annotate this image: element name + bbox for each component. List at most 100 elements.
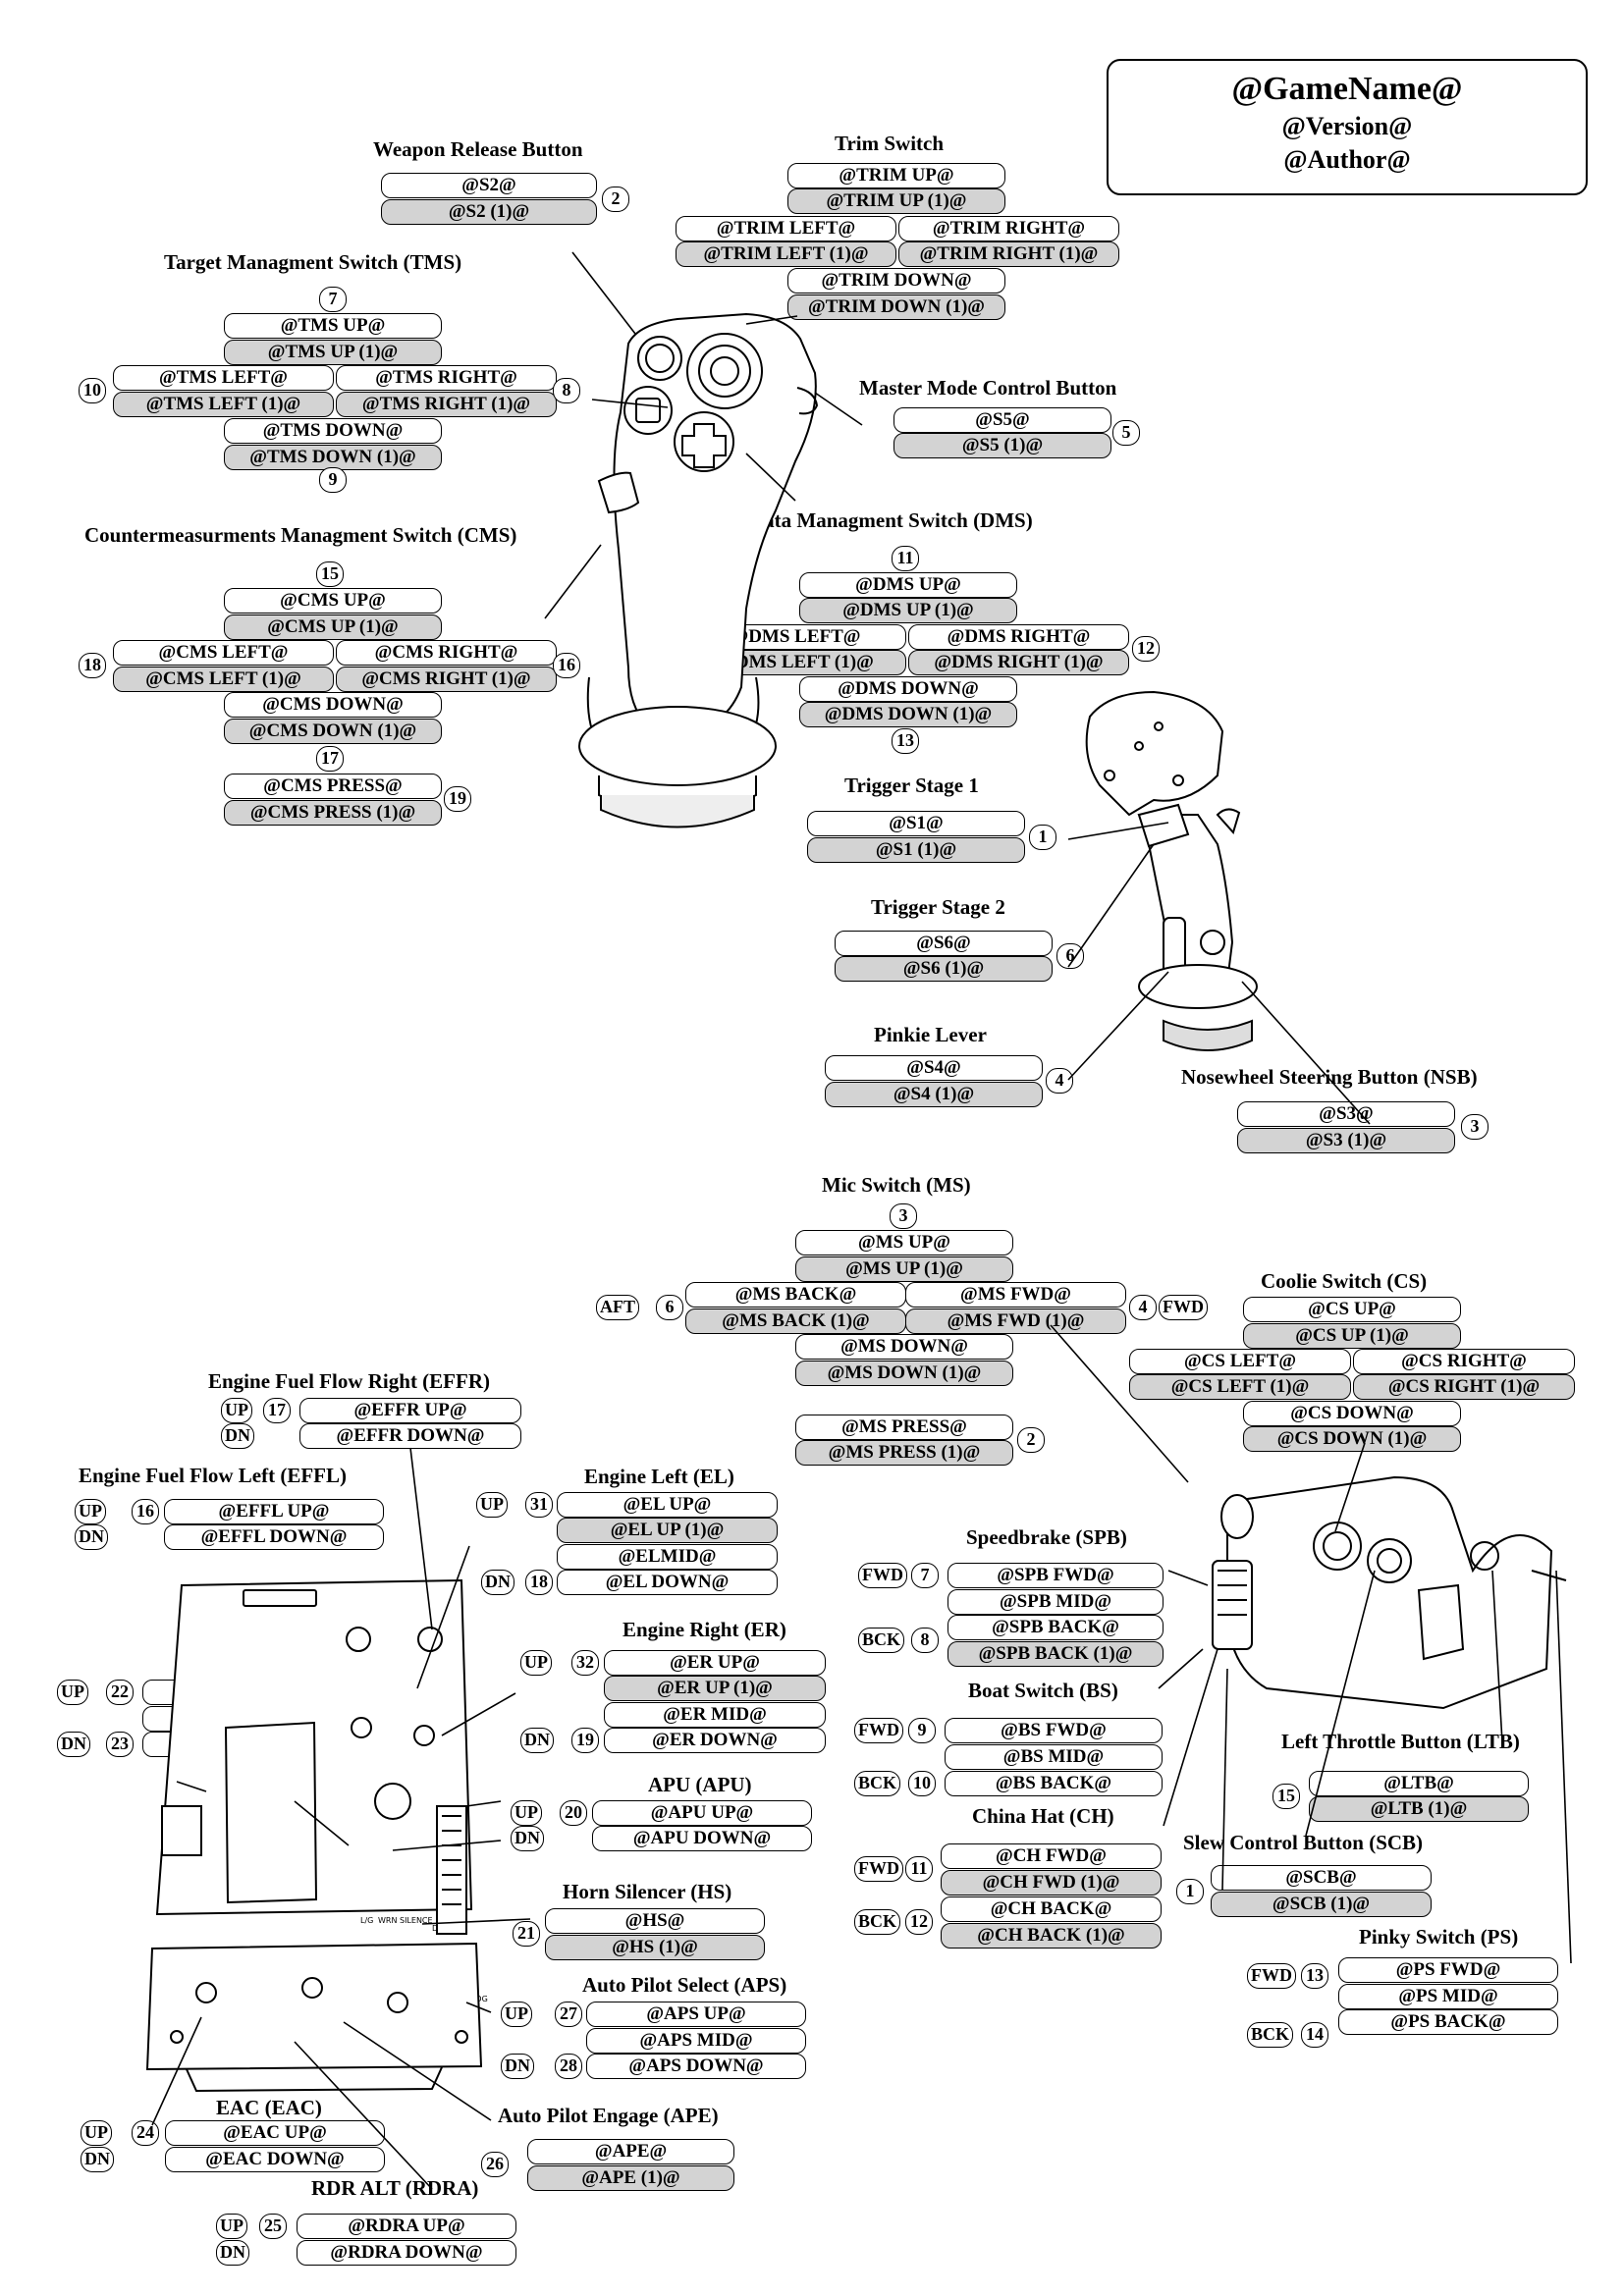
- binding-field-effr-up[interactable]: @EFFR UP@: [299, 1398, 521, 1423]
- binding-field-bs-fwd[interactable]: @BS FWD@: [945, 1718, 1163, 1743]
- binding-field-rdra-down[interactable]: @RDRA DOWN@: [297, 2240, 516, 2266]
- binding-field-cms-down[interactable]: @CMS DOWN@: [224, 692, 442, 718]
- binding-field-rdra-up[interactable]: @RDRA UP@: [297, 2214, 516, 2239]
- binding-field-ps-mid[interactable]: @PS MID@: [1338, 1984, 1558, 2009]
- binding-field-cms-left[interactable]: @CMS LEFT@: [113, 640, 334, 666]
- binding-field-er-down[interactable]: @ER DOWN@: [604, 1728, 826, 1753]
- binding-field-ms-up-1[interactable]: @MS UP (1)@: [795, 1256, 1013, 1282]
- binding-field-ltb-1[interactable]: @LTB (1)@: [1309, 1796, 1529, 1822]
- binding-field-dms-down[interactable]: @DMS DOWN@: [799, 676, 1017, 702]
- binding-field-tms-down[interactable]: @TMS DOWN@: [224, 418, 442, 444]
- binding-field-s6-1[interactable]: @S6 (1)@: [835, 956, 1053, 982]
- binding-field-er-up-1[interactable]: @ER UP (1)@: [604, 1676, 826, 1701]
- binding-field-aps-mid[interactable]: @APS MID@: [586, 2028, 806, 2054]
- binding-field-trim-left[interactable]: @TRIM LEFT@: [676, 216, 896, 241]
- binding-field-s6[interactable]: @S6@: [835, 931, 1053, 956]
- binding-field-tms-up-1[interactable]: @TMS UP (1)@: [224, 340, 442, 365]
- binding-field-s1[interactable]: @S1@: [807, 811, 1025, 836]
- binding-field-s3-1[interactable]: @S3 (1)@: [1237, 1128, 1455, 1153]
- binding-field-trim-up-1[interactable]: @TRIM UP (1)@: [787, 188, 1005, 214]
- binding-field-ms-down[interactable]: @MS DOWN@: [795, 1334, 1013, 1360]
- binding-field-dms-up[interactable]: @DMS UP@: [799, 572, 1017, 598]
- binding-field-s4-1[interactable]: @S4 (1)@: [825, 1082, 1043, 1107]
- binding-field-dms-right[interactable]: @DMS RIGHT@: [908, 624, 1129, 650]
- binding-field-tms-right-1[interactable]: @TMS RIGHT (1)@: [336, 392, 557, 417]
- binding-field-el-up[interactable]: @EL UP@: [557, 1492, 778, 1518]
- binding-field-elmid[interactable]: @ELMID@: [557, 1544, 778, 1570]
- binding-field-s4[interactable]: @S4@: [825, 1055, 1043, 1081]
- binding-field-s3[interactable]: @S3@: [1237, 1101, 1455, 1127]
- binding-field-ms-press-1[interactable]: @MS PRESS (1)@: [795, 1440, 1013, 1466]
- binding-field-eac-down[interactable]: @EAC DOWN@: [165, 2147, 385, 2172]
- binding-field-effr-down[interactable]: @EFFR DOWN@: [299, 1423, 521, 1449]
- binding-field-dms-right-1[interactable]: @DMS RIGHT (1)@: [908, 650, 1129, 675]
- binding-field-ch-back-1[interactable]: @CH BACK (1)@: [941, 1923, 1162, 1949]
- binding-field-ch-fwd[interactable]: @CH FWD@: [941, 1843, 1162, 1869]
- binding-field-ms-press[interactable]: @MS PRESS@: [795, 1415, 1013, 1440]
- binding-field-tms-right[interactable]: @TMS RIGHT@: [336, 365, 557, 391]
- binding-field-hs-1[interactable]: @HS (1)@: [545, 1935, 765, 1960]
- binding-field-cms-left-1[interactable]: @CMS LEFT (1)@: [113, 667, 334, 692]
- binding-field-s5-1[interactable]: @S5 (1)@: [893, 433, 1111, 458]
- binding-field-dms-left-1[interactable]: @DMS LEFT (1)@: [685, 650, 906, 675]
- binding-field-trim-left-1[interactable]: @TRIM LEFT (1)@: [676, 241, 896, 267]
- binding-field-ch-fwd-1[interactable]: @CH FWD (1)@: [941, 1870, 1162, 1896]
- binding-field-el-down[interactable]: @EL DOWN@: [557, 1570, 778, 1595]
- binding-field-hs[interactable]: @HS@: [545, 1908, 765, 1934]
- binding-field-ps-back[interactable]: @PS BACK@: [1338, 2009, 1558, 2035]
- binding-field-eac-up[interactable]: @EAC UP@: [165, 2120, 385, 2146]
- binding-field-cms-down-1[interactable]: @CMS DOWN (1)@: [224, 719, 442, 744]
- binding-field-dms-down-1[interactable]: @DMS DOWN (1)@: [799, 702, 1017, 727]
- binding-field-tms-up[interactable]: @TMS UP@: [224, 313, 442, 339]
- binding-field-scb-1[interactable]: @SCB (1)@: [1211, 1892, 1432, 1917]
- binding-field-apu-up[interactable]: @APU UP@: [592, 1800, 812, 1826]
- binding-field-cs-right-1[interactable]: @CS RIGHT (1)@: [1353, 1374, 1575, 1400]
- binding-field-tms-down-1[interactable]: @TMS DOWN (1)@: [224, 445, 442, 470]
- binding-field-spb-mid[interactable]: @SPB MID@: [947, 1589, 1164, 1615]
- binding-field-ps-fwd[interactable]: @PS FWD@: [1338, 1957, 1558, 1983]
- binding-field-effl-up[interactable]: @EFFL UP@: [164, 1499, 384, 1524]
- binding-field-ms-fwd-1[interactable]: @MS FWD (1)@: [905, 1308, 1126, 1334]
- binding-field-er-up[interactable]: @ER UP@: [604, 1650, 826, 1676]
- binding-field-s1-1[interactable]: @S1 (1)@: [807, 837, 1025, 863]
- binding-field-dms-up-1[interactable]: @DMS UP (1)@: [799, 598, 1017, 623]
- binding-field-ape[interactable]: @APE@: [527, 2139, 734, 2164]
- binding-field-ms-down-1[interactable]: @MS DOWN (1)@: [795, 1361, 1013, 1386]
- binding-field-ms-back[interactable]: @MS BACK@: [685, 1282, 906, 1308]
- binding-field-apu-down[interactable]: @APU DOWN@: [592, 1826, 812, 1851]
- binding-field-s2[interactable]: @S2@: [381, 173, 597, 198]
- binding-field-cs-left-1[interactable]: @CS LEFT (1)@: [1129, 1374, 1351, 1400]
- binding-field-ms-fwd[interactable]: @MS FWD@: [905, 1282, 1126, 1308]
- binding-field-bs-mid[interactable]: @BS MID@: [945, 1744, 1163, 1770]
- binding-field-tms-left[interactable]: @TMS LEFT@: [113, 365, 334, 391]
- binding-field-trim-down[interactable]: @TRIM DOWN@: [787, 268, 1005, 294]
- binding-field-scb[interactable]: @SCB@: [1211, 1865, 1432, 1891]
- binding-field-aps-up[interactable]: @APS UP@: [586, 2002, 806, 2027]
- binding-field-trim-right[interactable]: @TRIM RIGHT@: [898, 216, 1119, 241]
- binding-field-cms-up[interactable]: @CMS UP@: [224, 588, 442, 614]
- binding-field-trim-up[interactable]: @TRIM UP@: [787, 163, 1005, 188]
- binding-field-spb-back[interactable]: @SPB BACK@: [947, 1615, 1164, 1640]
- binding-field-trim-down-1[interactable]: @TRIM DOWN (1)@: [787, 294, 1005, 320]
- binding-field-spb-fwd[interactable]: @SPB FWD@: [947, 1563, 1164, 1588]
- binding-field-cms-press[interactable]: @CMS PRESS@: [224, 774, 442, 799]
- binding-field-ms-back-1[interactable]: @MS BACK (1)@: [685, 1308, 906, 1334]
- binding-field-s5[interactable]: @S5@: [893, 407, 1111, 433]
- binding-field-cs-down-1[interactable]: @CS DOWN (1)@: [1243, 1426, 1461, 1452]
- binding-field-effl-down[interactable]: @EFFL DOWN@: [164, 1524, 384, 1550]
- binding-field-cs-up[interactable]: @CS UP@: [1243, 1297, 1461, 1322]
- binding-field-er-mid[interactable]: @ER MID@: [604, 1702, 826, 1728]
- binding-field-cms-up-1[interactable]: @CMS UP (1)@: [224, 614, 442, 640]
- binding-field-cms-press-1[interactable]: @CMS PRESS (1)@: [224, 800, 442, 826]
- binding-field-el-up-1[interactable]: @EL UP (1)@: [557, 1518, 778, 1543]
- binding-field-tms-left-1[interactable]: @TMS LEFT (1)@: [113, 392, 334, 417]
- binding-field-cs-down[interactable]: @CS DOWN@: [1243, 1401, 1461, 1426]
- binding-field-cms-right[interactable]: @CMS RIGHT@: [336, 640, 557, 666]
- binding-field-cms-right-1[interactable]: @CMS RIGHT (1)@: [336, 667, 557, 692]
- binding-field-ch-back[interactable]: @CH BACK@: [941, 1896, 1162, 1922]
- binding-field-trim-right-1[interactable]: @TRIM RIGHT (1)@: [898, 241, 1119, 267]
- binding-field-ape-1[interactable]: @APE (1)@: [527, 2165, 734, 2191]
- binding-field-spb-back-1[interactable]: @SPB BACK (1)@: [947, 1641, 1164, 1667]
- binding-field-s2-1[interactable]: @S2 (1)@: [381, 199, 597, 225]
- binding-field-aps-down[interactable]: @APS DOWN@: [586, 2054, 806, 2079]
